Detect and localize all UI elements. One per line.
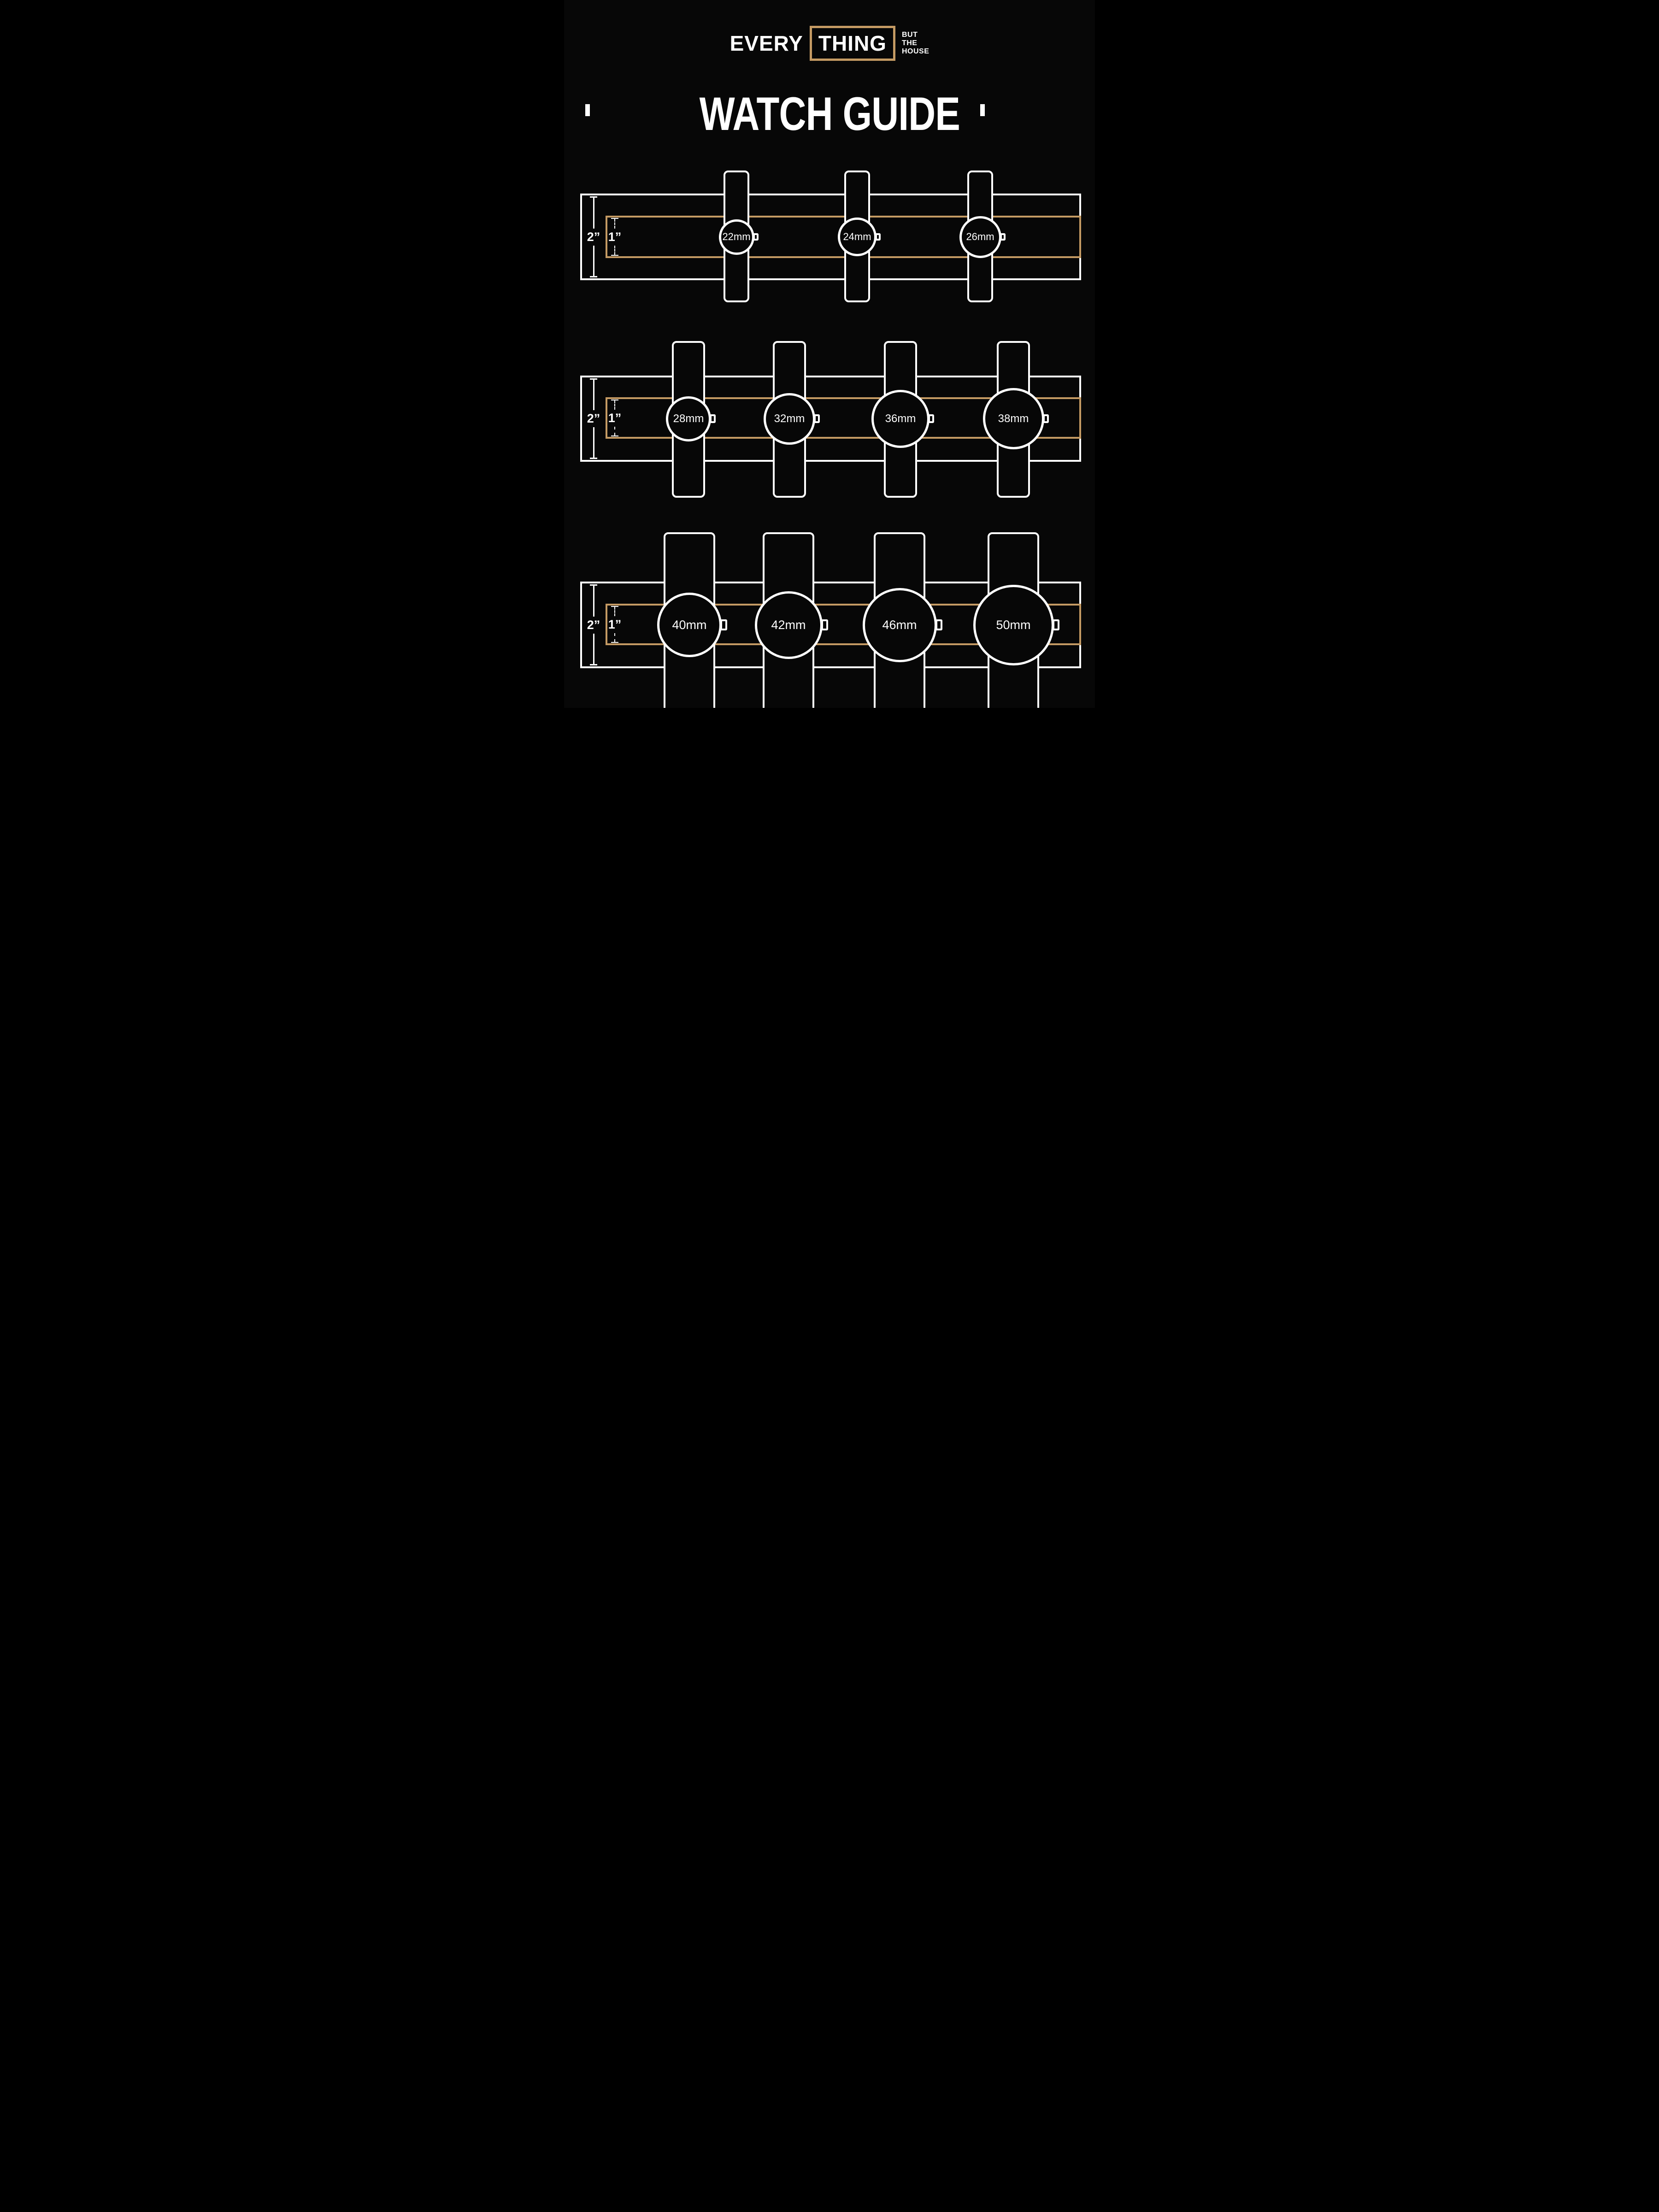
watch-guide-poster: EVERY THING BUT THE HOUSE WATCH GUIDE 2”… xyxy=(564,0,1095,708)
measure-cap xyxy=(590,664,597,665)
size-band-1in xyxy=(606,604,1081,645)
measure-line xyxy=(614,633,615,642)
measure-line xyxy=(614,245,615,255)
measure-cap xyxy=(611,642,618,643)
watch-crown-icon xyxy=(720,619,727,630)
watch-size-label: 26mm xyxy=(966,231,994,242)
measure-cap xyxy=(611,606,618,607)
watch-size-label: 32mm xyxy=(774,412,805,425)
watch-size-label: 28mm xyxy=(673,412,704,425)
watch-size-label: 24mm xyxy=(843,231,871,242)
watch-case: 50mm xyxy=(973,584,1054,665)
logo-word-thing-box: THING xyxy=(809,26,895,61)
measure-cap xyxy=(590,584,597,586)
brand-logo: EVERY THING BUT THE HOUSE xyxy=(564,26,1095,61)
watch-crown-icon xyxy=(928,414,934,423)
watch-size-label: 22mm xyxy=(722,231,751,242)
measure-line xyxy=(614,426,615,435)
measure-cap xyxy=(590,378,597,380)
watch-size-label: 46mm xyxy=(882,618,917,632)
watch-crown-icon xyxy=(753,233,759,241)
measure-line xyxy=(593,198,594,229)
decorative-tick-left xyxy=(585,104,590,116)
logo-tagline-line: THE xyxy=(901,39,918,47)
measure-cap xyxy=(590,196,597,198)
watch-case: 22mm xyxy=(718,219,754,255)
size-band-1in xyxy=(606,397,1081,439)
page-title: WATCH GUIDE xyxy=(564,90,1095,137)
measure-cap xyxy=(590,276,597,277)
measure-label: 2” xyxy=(587,618,600,632)
watch-size-label: 38mm xyxy=(998,412,1029,425)
watch-case: 46mm xyxy=(862,588,937,662)
watch-size-label: 36mm xyxy=(885,412,916,425)
measure-line xyxy=(614,219,615,229)
watch-case: 42mm xyxy=(754,591,823,659)
size-rows: 2” 1” 22mm 24mm 26mm 2” 1” 28mm 32mm 36mm 38mm 2” 1”… xyxy=(564,0,1095,708)
measure-label: 1” xyxy=(608,411,622,425)
decorative-tick-right xyxy=(980,104,985,116)
watch-size-label: 40mm xyxy=(672,618,707,632)
watch-case: 32mm xyxy=(764,393,815,445)
measure-line xyxy=(593,586,594,617)
watch-size-row: 2” 1” 28mm 32mm 36mm 38mm xyxy=(564,0,1095,708)
measure-label: 2” xyxy=(587,229,600,244)
watch-crown-icon xyxy=(814,414,820,423)
measure-cap xyxy=(611,218,618,219)
measure-2in: 2” xyxy=(586,378,601,459)
watch-size-row: 2” 1” 40mm 42mm 46mm 50mm xyxy=(564,0,1095,708)
measure-cap xyxy=(590,458,597,459)
measure-cap xyxy=(611,255,618,256)
measure-line xyxy=(593,427,594,458)
measure-1in: 1” xyxy=(607,218,622,256)
watch-case: 36mm xyxy=(871,389,930,448)
measure-line xyxy=(593,633,594,664)
logo-word-every: EVERY xyxy=(729,31,803,55)
watch-crown-icon xyxy=(1042,414,1049,423)
logo-tagline: BUT THE HOUSE xyxy=(902,31,929,56)
watch-crown-icon xyxy=(875,233,881,241)
size-band-1in xyxy=(606,216,1081,258)
watch-crown-icon xyxy=(1052,619,1059,630)
watch-size-label: 50mm xyxy=(996,618,1031,632)
measure-line xyxy=(593,380,594,410)
logo-word-thing: THING xyxy=(818,31,887,55)
measure-1in: 1” xyxy=(607,400,622,436)
watch-size-label: 42mm xyxy=(771,618,806,632)
watch-case: 26mm xyxy=(959,216,1001,258)
measure-1in: 1” xyxy=(607,606,622,643)
measure-line xyxy=(614,400,615,410)
watch-crown-icon xyxy=(710,414,716,423)
logo-tagline-line: HOUSE xyxy=(901,47,930,55)
measure-cap xyxy=(611,435,618,436)
watch-crown-icon xyxy=(821,619,828,630)
watch-crown-icon xyxy=(935,619,942,630)
page-title-text: WATCH GUIDE xyxy=(699,88,960,140)
measure-line xyxy=(593,245,594,276)
measure-2in: 2” xyxy=(586,196,601,277)
watch-case: 40mm xyxy=(657,593,722,657)
logo-tagline-line: BUT xyxy=(901,31,918,39)
measure-label: 2” xyxy=(587,412,600,425)
measure-2in: 2” xyxy=(586,584,601,665)
measure-line xyxy=(614,607,615,616)
measure-label: 1” xyxy=(608,617,622,631)
watch-case: 28mm xyxy=(666,396,711,441)
watch-crown-icon xyxy=(1000,233,1006,241)
measure-label: 1” xyxy=(608,229,622,244)
watch-size-row: 2” 1” 22mm 24mm 26mm xyxy=(564,0,1095,708)
